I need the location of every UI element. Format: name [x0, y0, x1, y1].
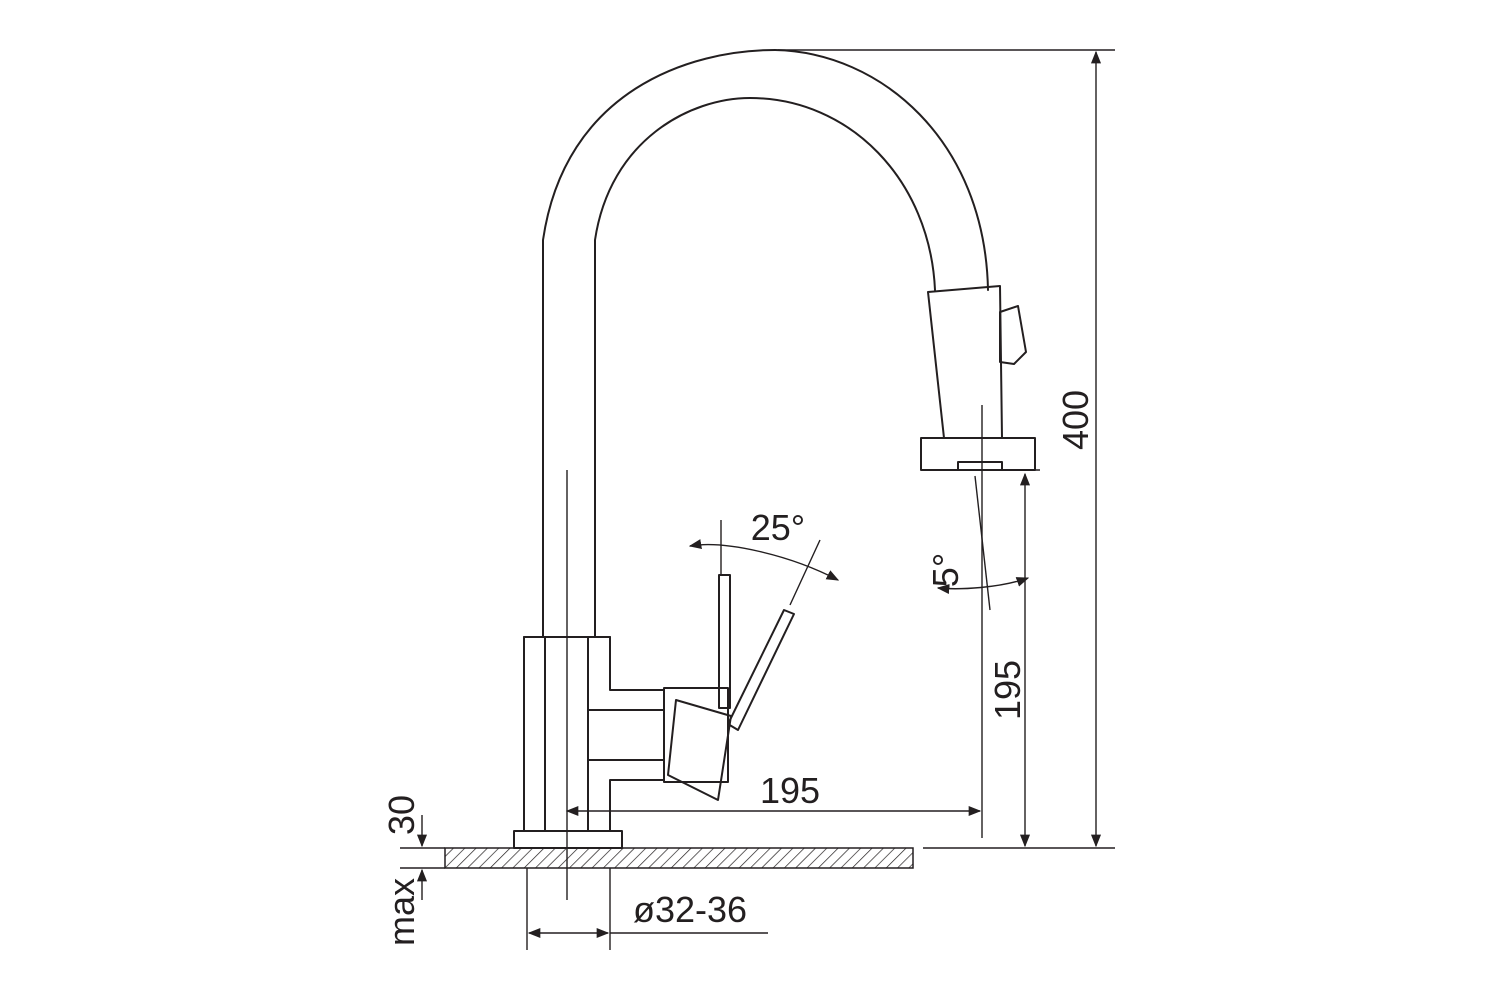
dim-lever-angle: 25° — [688, 507, 840, 606]
dim-max-thickness-value: 30 — [381, 795, 422, 835]
dim-spray-angle: 5° — [925, 553, 1030, 595]
countertop-hatch — [444, 847, 914, 869]
dim-spout-height: 195 — [987, 469, 1040, 848]
faucet-body — [523, 636, 665, 832]
dim-spout-reach: 195 — [565, 770, 982, 817]
base-flange — [513, 830, 623, 849]
spray-head — [920, 285, 1036, 471]
lever-handle — [663, 574, 795, 801]
center-lines — [566, 405, 991, 900]
dim-spray-angle-label: 5° — [925, 553, 966, 587]
dim-max-thickness-prefix: max — [381, 878, 422, 946]
dim-400: 400 — [778, 49, 1115, 849]
dim-lever-angle-label: 25° — [751, 507, 805, 548]
dim-spout-height-label: 195 — [987, 660, 1028, 720]
dim-spout-reach-label: 195 — [760, 770, 820, 811]
dim-hole-diameter-label: ø32-36 — [633, 889, 747, 930]
dim-max-thickness: 30 max — [381, 795, 445, 946]
dim-hole-diameter: ø32-36 — [526, 868, 768, 950]
dim-400-label: 400 — [1055, 390, 1096, 450]
gooseneck-spout — [542, 49, 989, 638]
